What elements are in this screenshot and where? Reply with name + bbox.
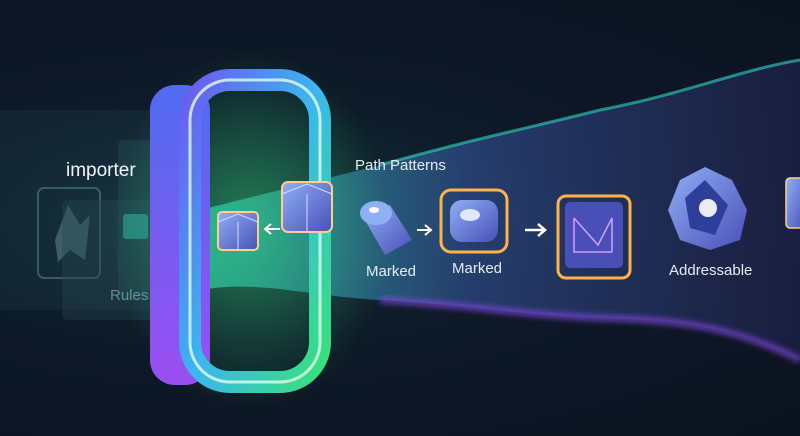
marked-label-2: Marked <box>452 260 503 277</box>
arrow-left-icon <box>263 223 280 235</box>
cube-icon <box>785 177 800 229</box>
arrow-right-icon <box>525 223 547 237</box>
rules-label: Rules <box>110 287 149 304</box>
addressable-label: Addressable <box>669 262 753 279</box>
importer-label: importer <box>66 160 136 181</box>
cube-icon <box>281 181 333 233</box>
path-patterns-label: Path Patterns <box>355 157 446 174</box>
cylinder-icon <box>360 201 412 255</box>
portal-frame <box>150 69 331 393</box>
arrow-right-icon <box>417 224 433 236</box>
marked-label-1: Marked <box>366 263 417 280</box>
chart-frame-icon <box>556 194 632 280</box>
polyhedron-icon <box>668 167 747 250</box>
ring-cylinder-icon <box>439 188 509 254</box>
cube-icon <box>217 211 259 251</box>
rules-logo-icon <box>55 205 90 262</box>
